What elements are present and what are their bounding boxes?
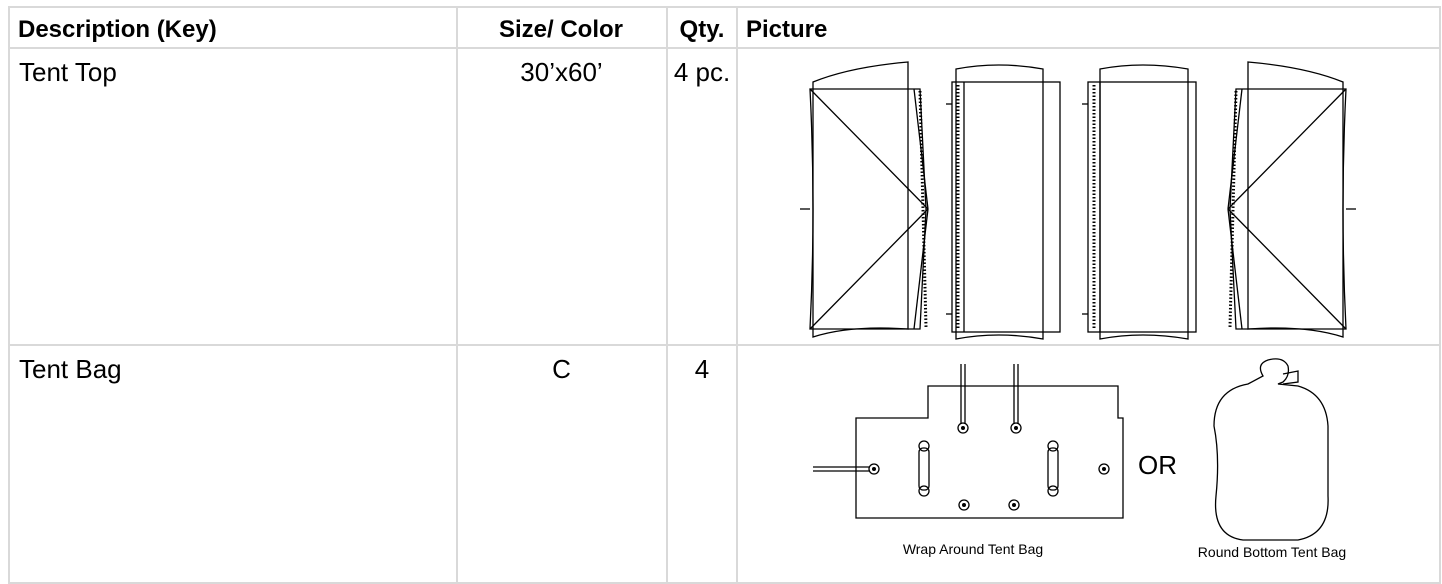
table-row: Tent Bag C 4 — [8, 344, 1441, 584]
row-description: Tent Bag — [8, 344, 458, 584]
row-qty: 4 — [666, 344, 738, 584]
header-qty: Qty. — [666, 6, 738, 49]
row-qty: 4 pc. — [666, 47, 738, 346]
tent-bag-picture: OR Wrap Around Tent Bag Round Bottom Ten… — [736, 344, 1441, 584]
wrap-around-caption: Wrap Around Tent Bag — [903, 541, 1043, 557]
round-bottom-tent-bag-drawing — [1213, 358, 1329, 541]
row-size-color: 30’x60’ — [456, 47, 668, 346]
tent-top-panels-illustration — [800, 61, 1356, 340]
tent-bag-illustration: OR Wrap Around Tent Bag Round Bottom Ten… — [813, 358, 1346, 560]
row-description: Tent Top — [8, 47, 458, 346]
row-size-color: C — [456, 344, 668, 584]
header-size-color: Size/ Color — [456, 6, 668, 49]
parts-table: Description (Key) Size/ Color Qty. Pictu… — [8, 6, 1441, 584]
wrap-around-tent-bag-drawing — [813, 364, 1124, 519]
header-description: Description (Key) — [8, 6, 458, 49]
round-bottom-caption: Round Bottom Tent Bag — [1198, 544, 1346, 560]
or-label: OR — [1138, 450, 1177, 480]
header-picture: Picture — [736, 6, 1441, 49]
table-row: Tent Top 30’x60’ 4 pc. — [8, 47, 1441, 346]
tent-top-picture — [736, 47, 1441, 346]
header-row: Description (Key) Size/ Color Qty. Pictu… — [8, 6, 1441, 49]
